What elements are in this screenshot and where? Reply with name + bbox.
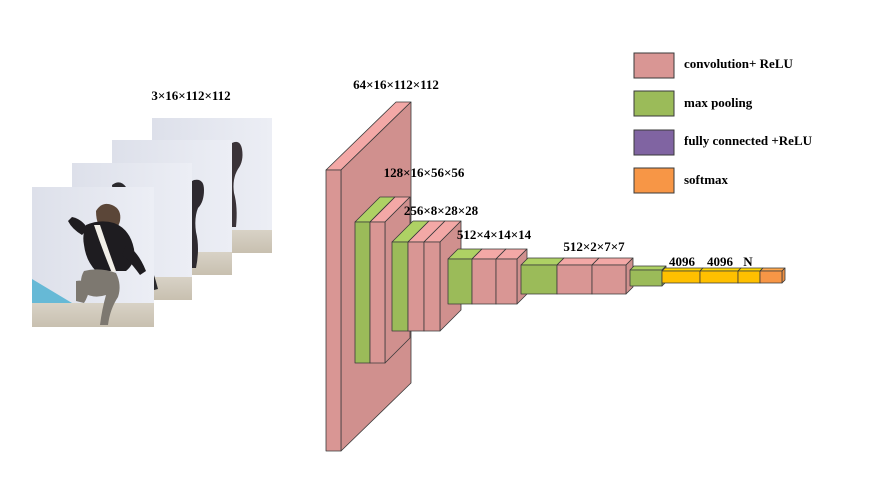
- pool1-front: [354, 221, 371, 364]
- fc7-front: [699, 270, 739, 284]
- fc6-front: [661, 270, 701, 284]
- layer-label-conv2: 128×16×56×56: [384, 165, 465, 180]
- conv1-front: [325, 169, 342, 452]
- input-frame-1: [32, 187, 154, 327]
- legend-label-pool: max pooling: [684, 95, 753, 110]
- pool2-front: [391, 241, 409, 332]
- pool5-top: [629, 265, 667, 271]
- layer-blocks: [325, 101, 786, 452]
- legend-label-softmax: softmax: [684, 172, 729, 187]
- softmax-front: [759, 270, 783, 284]
- legend-swatch-3: [633, 167, 675, 194]
- softmax-side: [781, 267, 786, 284]
- layer-label-fc6: 4096: [669, 254, 696, 269]
- softmax-top: [759, 267, 786, 272]
- conv3a-front: [407, 241, 425, 332]
- legend-label-fc: fully connected +ReLU: [684, 133, 813, 148]
- conv2-front: [369, 221, 386, 364]
- conv3b-front: [423, 241, 441, 332]
- pool5-front: [629, 269, 663, 287]
- input-frames: 3×16×112×112: [32, 88, 272, 327]
- input-label: 3×16×112×112: [151, 88, 230, 103]
- legend-label-conv: convolution+ ReLU: [684, 56, 793, 71]
- layer-label-fc7: 4096: [707, 254, 734, 269]
- pool3-front: [447, 258, 473, 305]
- conv5a-front: [556, 264, 593, 295]
- conv5b-front: [591, 264, 627, 295]
- layer-label-conv1: 64×16×112×112: [353, 77, 439, 92]
- legend: convolution+ ReLU max pooling fully conn…: [633, 52, 813, 194]
- fc8-front: [737, 270, 761, 284]
- conv4a-front: [471, 258, 497, 305]
- layer-label-conv5: 512×2×7×7: [563, 239, 625, 254]
- layer-labels: 64×16×112×112 128×16×56×56 256×8×28×28 5…: [353, 77, 753, 269]
- legend-swatch-1: [633, 90, 675, 117]
- legend-swatch-0: [633, 52, 675, 79]
- layer-label-softmax: N: [743, 254, 753, 269]
- layer-label-conv4: 512×4×14×14: [457, 227, 532, 242]
- legend-swatch-2: [633, 129, 675, 156]
- conv4b-front: [495, 258, 518, 305]
- pool4-front: [520, 264, 558, 295]
- layer-label-conv3: 256×8×28×28: [404, 203, 479, 218]
- legend-swatches: [633, 52, 675, 194]
